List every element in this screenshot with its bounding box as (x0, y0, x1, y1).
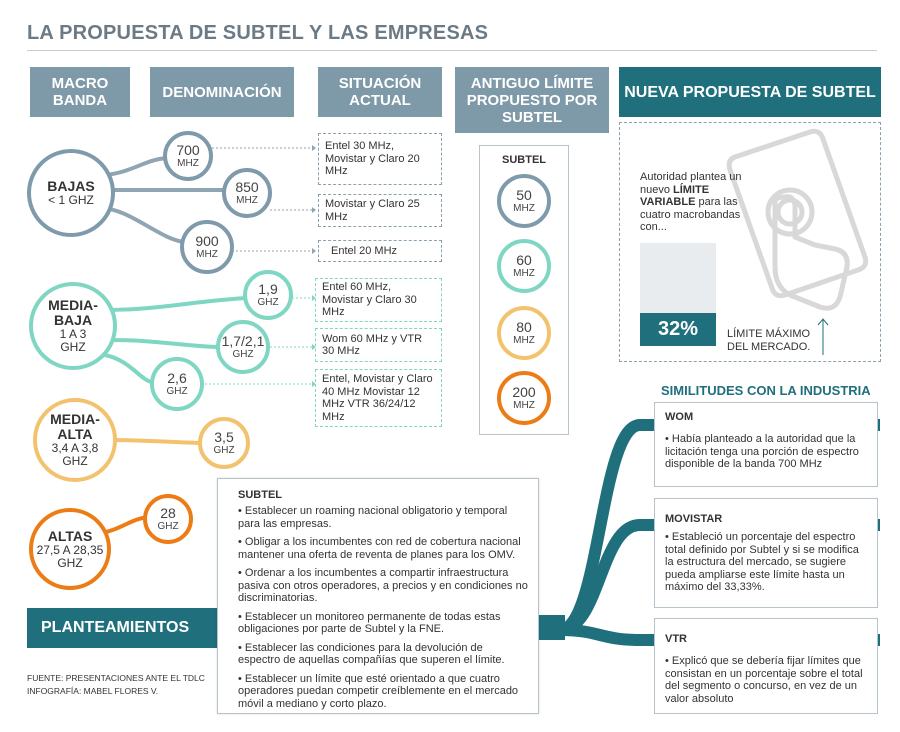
page-title: LA PROPUESTA DE SUBTEL Y LAS EMPRESAS (27, 22, 489, 44)
header-macro-banda: MACRO BANDA (30, 67, 130, 117)
freq-value: 28 (160, 505, 176, 521)
new-proposal-text: Autoridad plantea un nuevo LÍMITE VARIAB… (640, 171, 762, 234)
freq-circle: 2,6 GHZ (150, 357, 204, 411)
planteamientos-label: PLANTEAMIENTOS (27, 608, 217, 648)
new-proposal-panel: Autoridad plantea un nuevo LÍMITE VARIAB… (619, 122, 881, 362)
freq-circle: 1,9 GHZ (243, 270, 293, 320)
freq-value: 700 (176, 142, 200, 158)
band-altas-circle: ALTAS 27,5 A 28,35 GHZ (29, 508, 111, 590)
freq-value: 900 (195, 233, 219, 249)
freq-circle: 900 MHZ (180, 220, 234, 274)
freq-circle: 28 GHZ (143, 494, 193, 544)
header-antiguo-limite: ANTIGUO LÍMITE PROPUESTO POR SUBTEL (455, 67, 609, 133)
situation-box: Entel 60 MHz, Movistar y Claro 30 MHz (315, 278, 442, 322)
freq-value: 3,5 (214, 429, 234, 445)
company-text: • Había planteado a la autoridad que la … (665, 433, 859, 470)
limit-value: 80 (516, 319, 532, 335)
freq-unit: GHZ (166, 386, 188, 397)
old-limit-circle: 200 MHZ (497, 371, 551, 425)
source-text: FUENTE: PRESENTACIONES ANTE EL TDLC (27, 673, 205, 683)
company-panel-wom: WOM • Había planteado a la autoridad que… (654, 402, 878, 487)
old-limit-circle: 60 MHZ (497, 239, 551, 293)
freq-value: 1,9 (258, 281, 278, 297)
industry-title: SIMILITUDES CON LA INDUSTRIA (661, 383, 871, 398)
subtel-item: • Establecer un límite que esté orientad… (238, 672, 519, 710)
subtel-panel: SUBTEL • Establecer un roaming nacional … (217, 478, 539, 714)
freq-unit: MHZ (196, 249, 218, 260)
limit-label: LÍMITE MÁXIMO DEL MERCADO. (727, 328, 811, 353)
limit-bar-fill: 32% (640, 313, 716, 346)
company-panel-movistar: MOVISTAR • Estableció un porcentaje del … (654, 498, 878, 608)
proposal-text-part: Autoridad plantea un nuevo (640, 171, 742, 196)
subtel-item: • Establecer un roaming nacional obligat… (238, 505, 508, 530)
freq-circle: 700 MHZ (163, 131, 213, 181)
up-arrow-icon (817, 318, 829, 355)
old-limit-circle: 80 MHZ (497, 306, 551, 360)
subtel-item: • Establecer las condiciones para la dev… (238, 641, 505, 667)
header-nueva-propuesta: NUEVA PROPUESTA DE SUBTEL (619, 67, 881, 117)
limit-unit: MHZ (513, 400, 535, 411)
band-range: 3,4 A 3,8 GHZ (51, 441, 99, 468)
limit-unit: MHZ (513, 335, 535, 346)
freq-unit: MHZ (177, 158, 199, 169)
freq-circle: 1,7/2,1 GHZ (216, 320, 270, 374)
band-range: 1 A 3 GHZ (59, 327, 87, 354)
header-denominacion: DENOMINACIÓN (150, 67, 294, 117)
freq-unit: GHZ (157, 521, 179, 532)
freq-unit: GHZ (232, 349, 254, 360)
freq-unit: MHZ (236, 195, 258, 206)
proposal-text-part: para las cuatro macrobandas con... (640, 196, 741, 233)
situation-box: Movistar y Claro 25 MHz (318, 194, 442, 227)
company-name: VTR (665, 633, 687, 645)
header-situacion-actual: SITUACIÓN ACTUAL (318, 67, 442, 117)
freq-unit: GHZ (257, 297, 279, 308)
proposal-text-bold: LÍMITE VARIABLE (640, 183, 710, 209)
freq-circle: 3,5 GHZ (198, 417, 250, 469)
company-text: • Explicó que se debería fijar límites q… (665, 655, 863, 705)
freq-value: 850 (235, 179, 259, 195)
band-media-baja-circle: MEDIA-BAJA 1 A 3 GHZ (29, 282, 117, 370)
band-media-alta-circle: MEDIA-ALTA 3,4 A 3,8 GHZ (33, 398, 117, 482)
credit-text: INFOGRAFÍA: MABEL FLORES V. (27, 686, 159, 696)
subtel-list: • Establecer un roaming nacional obligat… (238, 505, 528, 716)
freq-unit: GHZ (213, 445, 235, 456)
situation-box: Wom 60 MHz y VTR 30 MHz (315, 328, 442, 362)
subtel-item: • Establecer un monitoreo permanente de … (238, 610, 501, 636)
subtel-item: • Obligar a los incumbentes con red de c… (238, 536, 521, 561)
band-bajas-circle: BAJAS < 1 GHZ (27, 149, 115, 237)
title-divider (27, 50, 877, 51)
freq-value: 2,6 (167, 370, 187, 386)
band-range: < 1 GHZ (48, 193, 94, 207)
limit-value: 200 (512, 384, 536, 400)
situation-box: Entel, Movistar y Claro 40 MHz Movistar … (315, 369, 442, 427)
company-panel-vtr: VTR • Explicó que se debería fijar límit… (654, 618, 878, 714)
limit-unit: MHZ (513, 203, 535, 214)
band-name: BAJAS (47, 178, 95, 194)
old-limit-circle: 50 MHZ (497, 174, 551, 228)
situation-box: Entel 30 MHz, Movistar y Claro 20 MHz (318, 133, 442, 185)
band-range: 27,5 A 28,35 GHZ (36, 542, 104, 570)
old-limit-panel: SUBTEL 50 MHZ 60 MHZ 80 MHZ 200 MHZ (479, 145, 569, 435)
subtel-item: • Ordenar a los incumbentes a compartir … (238, 567, 528, 604)
freq-value: 1,7/2,1 (221, 333, 265, 349)
situation-box: Entel 20 MHz (318, 240, 442, 262)
limit-unit: MHZ (513, 268, 535, 279)
band-name: ALTAS (47, 527, 93, 544)
band-name: MEDIA-BAJA (48, 297, 98, 328)
touch-phone-icon (726, 128, 869, 311)
band-name: MEDIA-ALTA (50, 411, 100, 442)
subtel-label: SUBTEL (238, 489, 282, 501)
limit-value: 60 (516, 252, 532, 268)
freq-circle: 850 MHZ (222, 168, 272, 218)
limit-value: 50 (516, 187, 532, 203)
company-name: WOM (665, 411, 694, 423)
company-name: MOVISTAR (665, 513, 723, 525)
company-text: • Estableció un porcentaje del espectro … (665, 531, 859, 593)
old-limit-label: SUBTEL (502, 154, 546, 166)
